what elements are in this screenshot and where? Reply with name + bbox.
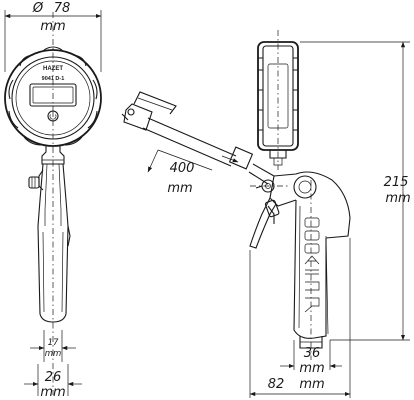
width-unit: mm [40,385,65,400]
lcd-inner [32,86,74,104]
power-button-icon [47,110,59,122]
hose-length-value: 400 [170,161,195,176]
lcd-display [29,83,77,107]
handle-grip-side [293,199,329,339]
handle-neck [37,163,69,227]
depth-dimension: 82 mm [249,238,351,398]
diameter-value: 78 [54,1,71,16]
clip-chuck [121,91,177,131]
hose-length-unit: mm [167,181,192,196]
brand-label: HAZET [43,66,63,72]
grip-width-unit: mm [299,361,324,376]
grip-width-dimension: 36 mm [280,340,342,376]
height-value: 215 [384,175,409,190]
height-dimension: 215 mm [300,41,411,341]
thickness-dimension: 17 mm [30,330,76,362]
diameter-symbol: Ø [32,1,44,16]
grip-width-value: 36 [304,346,321,361]
depth-value: 82 [268,377,285,392]
gun-body [269,171,351,239]
trigger [249,197,280,249]
handle-grip-front [37,225,71,323]
hose-tube [142,117,275,185]
gauge-housing [4,46,102,147]
side-view [121,30,351,360]
hose-length-dimension: 400 mm [147,149,239,196]
gauge-neck [41,146,65,165]
diameter-dimension: Ø 78 mm [4,1,102,72]
depth-unit: mm [299,377,324,392]
width-dimension: 26 mm [24,364,82,400]
gauge-front-view: HAZET 9041 D-1 [4,1,102,400]
thickness-value: 17 [48,338,59,348]
model-label: 9041 D-1 [42,76,65,82]
width-value: 26 [45,370,62,385]
grip-lettering-icon [304,217,320,313]
diameter-unit: mm [40,19,65,34]
height-unit: mm [385,191,410,206]
thickness-unit: mm [45,349,62,359]
